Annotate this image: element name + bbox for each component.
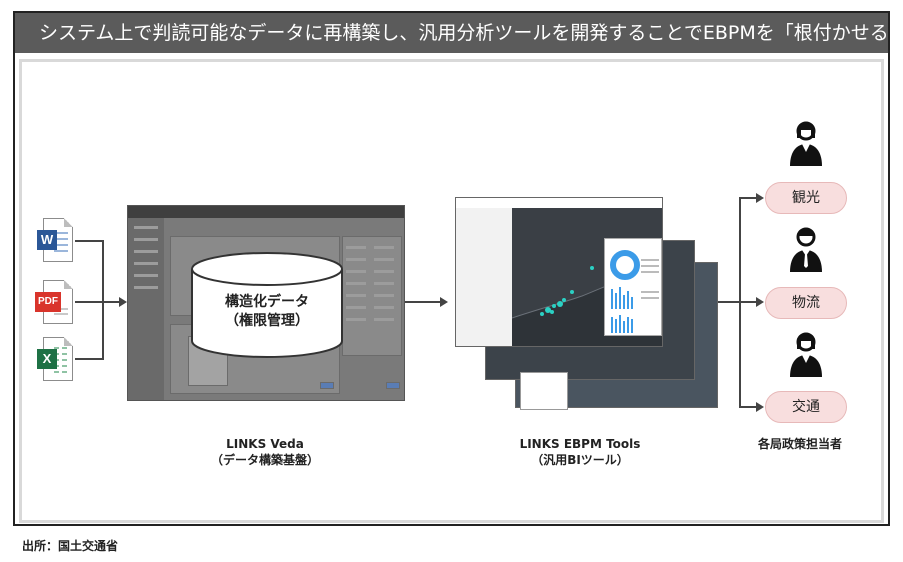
female-official-icon-2 [790,332,822,377]
connector-tourism [739,197,757,199]
role-transport: 交通 [765,391,847,423]
officials-caption: 各局政策担当者 [757,437,842,451]
connector-excel [75,358,103,360]
connector-word [75,240,103,242]
connector-logistics [739,301,757,303]
arrow-logistics-icon [756,297,764,307]
veda-subtitle: （データ構築基盤） [210,453,319,467]
source-note: 出所：国土交通省 [22,539,119,553]
database-cylinder-icon [191,252,343,358]
excel-file-icon: X [37,337,73,381]
word-file-icon: W [37,218,73,262]
pdf-file-icon: PDF [35,280,73,324]
ebpm-table-card [520,372,568,410]
connector-merge [102,240,104,360]
database-label: 構造化データ （権限管理） [190,293,344,331]
pdf-badge: PDF [35,292,61,312]
veda-caption: LINKS Veda （データ構築基盤） [190,436,340,468]
word-badge: W [37,230,57,250]
connector-ebpm-to-officials [718,301,740,303]
veda-name: LINKS Veda [226,437,304,451]
male-official-icon [790,227,822,272]
excel-badge: X [37,349,57,369]
role-tourism: 観光 [765,182,847,214]
connector-pdf [75,301,103,303]
arrow-to-ebpm-icon [440,297,448,307]
ebpm-name: LINKS EBPM Tools [519,437,641,451]
female-official-icon [790,121,822,166]
arrow-to-veda-icon [119,297,127,307]
arrow-tourism-icon [756,193,764,203]
database-label-line2: （権限管理） [225,313,309,329]
ebpm-chart-card [604,238,662,336]
ebpm-subtitle: （汎用BIツール） [531,453,629,467]
role-logistics: 物流 [765,287,847,319]
connector-transport [739,406,757,408]
connector-veda-to-ebpm [405,301,441,303]
ebpm-caption: LINKS EBPM Tools （汎用BIツール） [495,436,665,468]
database-label-line1: 構造化データ [225,294,309,310]
connector-to-veda [102,301,120,303]
arrow-transport-icon [756,402,764,412]
diagram-title: システム上で判読可能なデータに再構築し、汎用分析ツールを開発することでEBPMを… [15,13,888,53]
diagram-inner-frame [19,59,884,523]
